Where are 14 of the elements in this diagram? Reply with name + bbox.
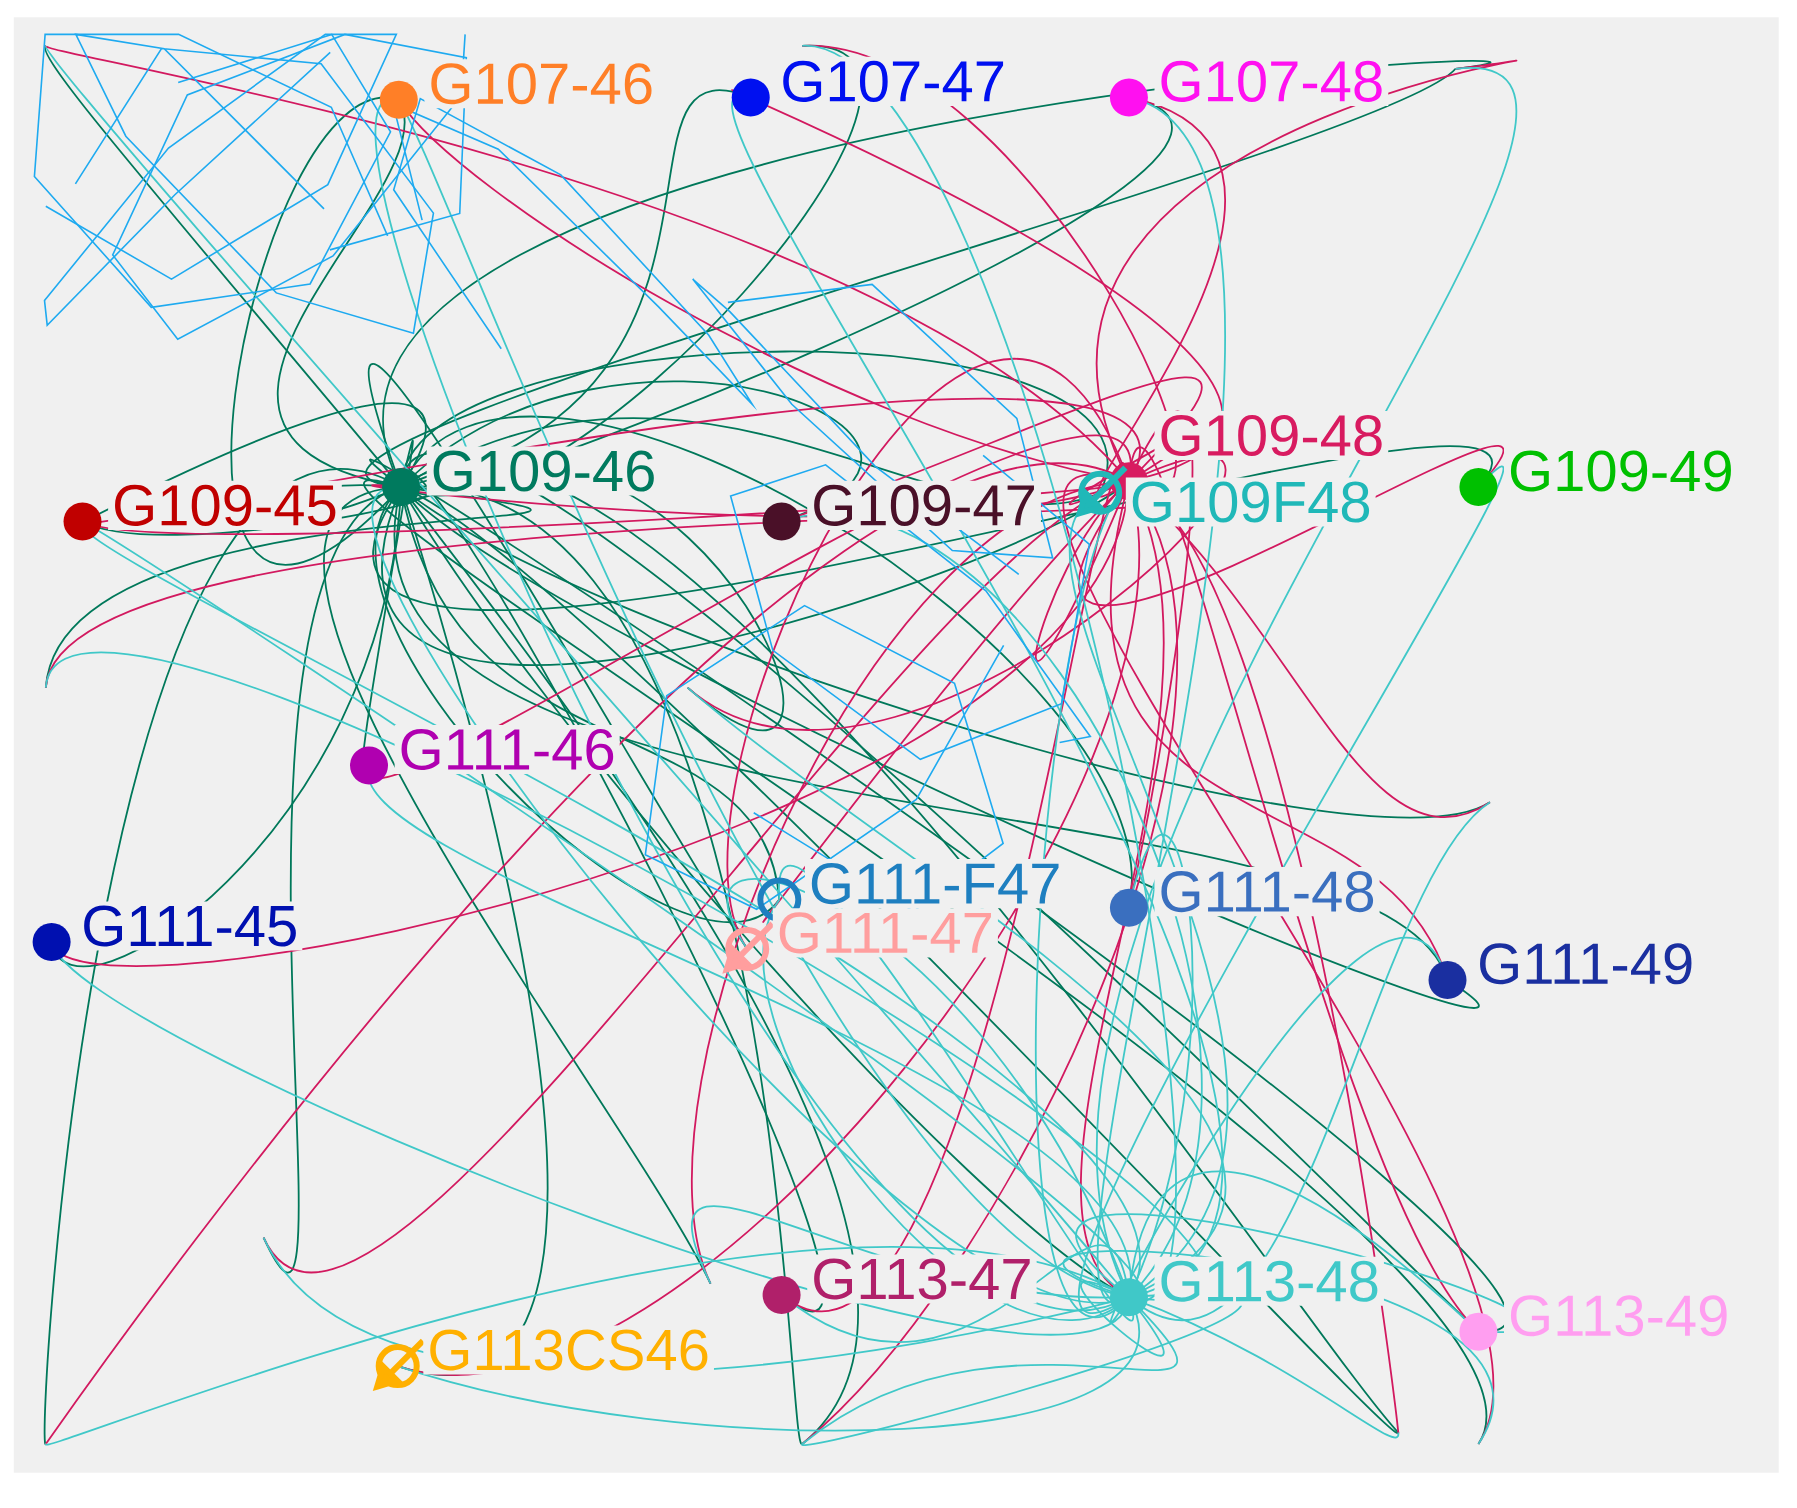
station-dot-label: G113-49 — [1459, 1291, 1734, 1351]
station-dot-label: G111-48 — [1109, 867, 1380, 927]
station-dot-label: G107-46 — [379, 59, 659, 119]
station-dot-label: G111-45 — [32, 901, 303, 961]
station-dot-label: G113-47 — [762, 1254, 1037, 1314]
station-dot-label: G109-46 — [382, 446, 661, 507]
station-dot-label: G111-49 — [1428, 939, 1699, 999]
station-dot-label: G111-46 — [350, 724, 620, 785]
station-dot-label: G109-45 — [63, 480, 342, 541]
station-dot-label: G109-47 — [762, 480, 1041, 541]
station-dot-label: G107-47 — [731, 56, 1011, 117]
station-dot-label: G109-49 — [1459, 446, 1738, 507]
station-dot-label: G113-48 — [1109, 1256, 1384, 1317]
station-dot-label: G107-48 — [1109, 56, 1389, 117]
